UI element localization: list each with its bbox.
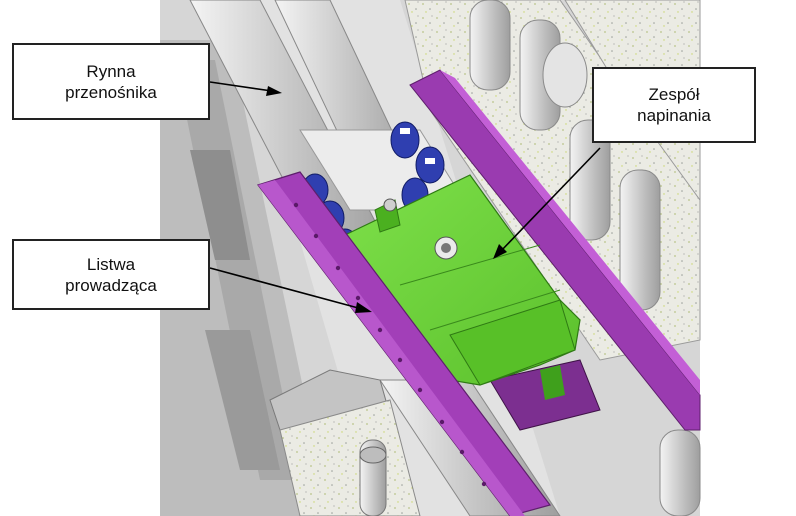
pipe-bundle — [469, 0, 701, 516]
guide-strip-right — [409, 69, 701, 431]
tensioner-mount — [489, 359, 601, 431]
leader-arrows — [209, 81, 601, 313]
label-guide-strip-line2: prowadząca — [65, 275, 157, 295]
label-conveyor-trough: Rynna przenośnika — [12, 43, 210, 120]
label-conveyor-trough-line1: Rynna — [86, 61, 136, 81]
label-tensioning-unit-line1: Zespół — [648, 85, 700, 104]
label-tensioning-unit-line2: napinania — [637, 106, 711, 125]
tensioning-unit — [344, 174, 581, 386]
guide-strip — [257, 171, 552, 516]
label-conveyor-trough-line2: przenośnika — [65, 82, 157, 102]
label-tensioning-unit: Zespół napinania — [592, 67, 756, 143]
label-guide-strip-line1: Listwa — [86, 254, 136, 274]
bottom-block — [269, 369, 421, 516]
label-guide-strip: Listwa prowadząca — [12, 239, 210, 310]
